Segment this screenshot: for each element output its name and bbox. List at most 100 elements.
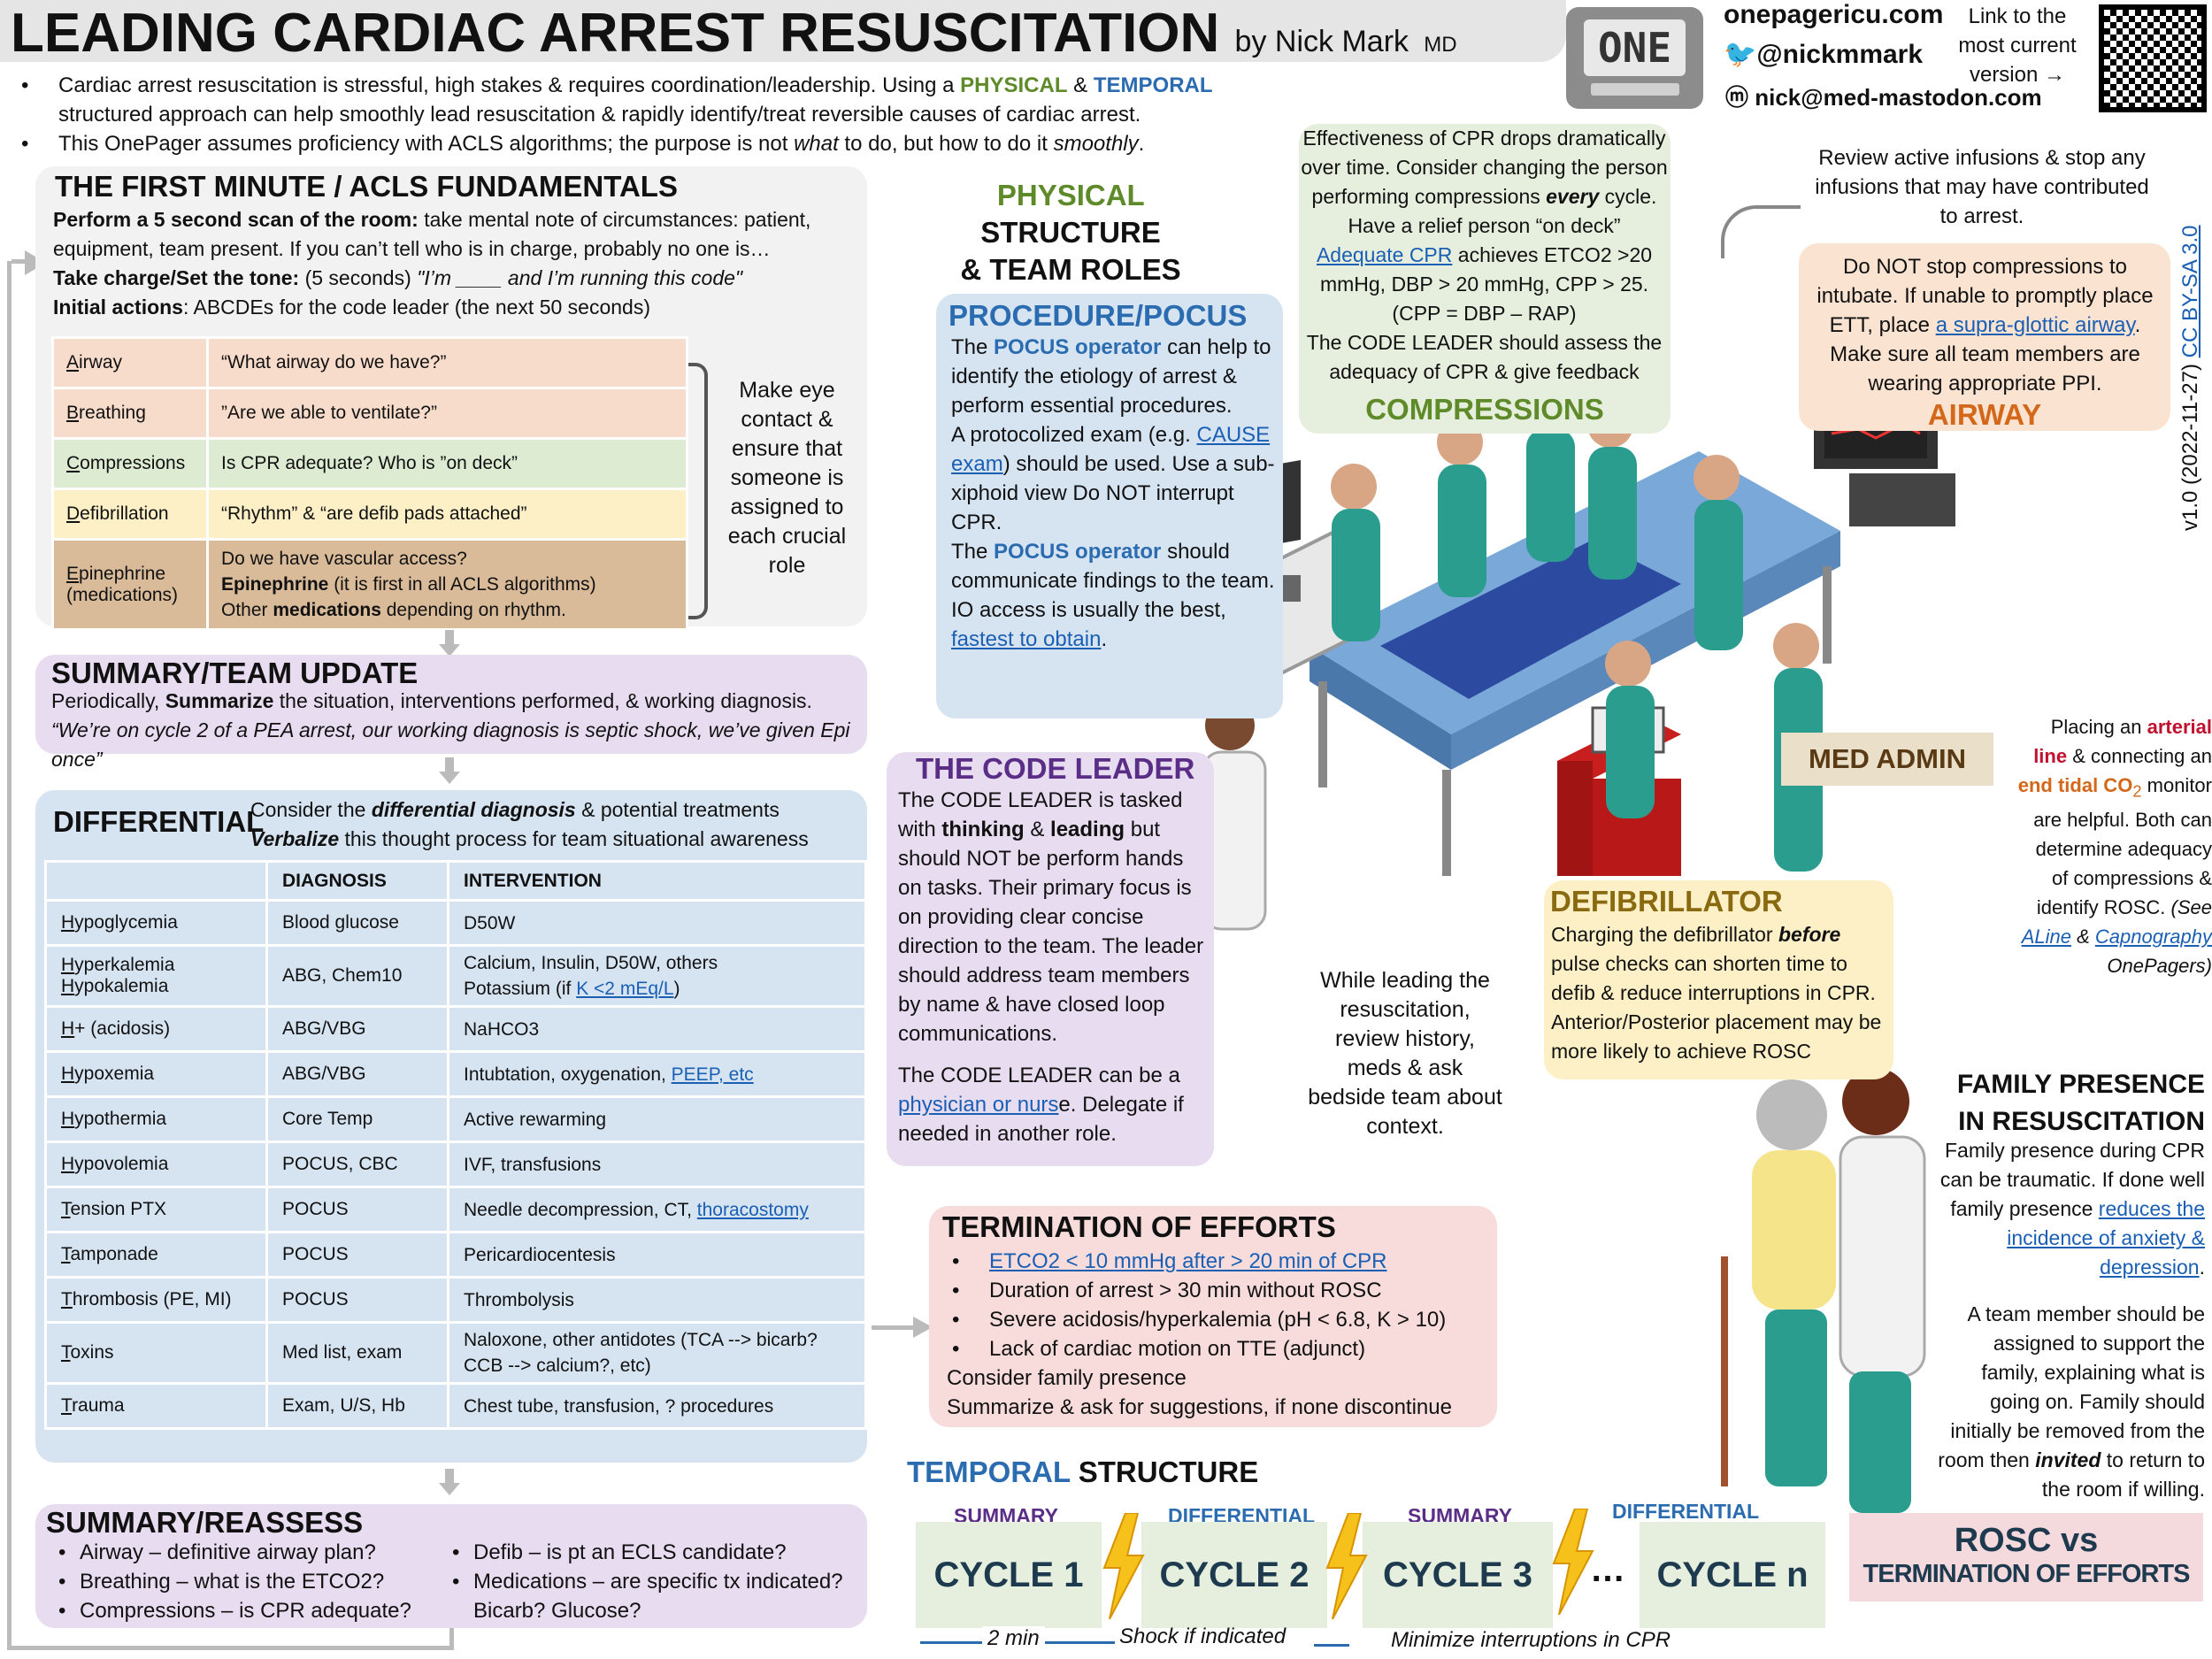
intervention-link[interactable]: PEEP, etc [671,1064,754,1085]
infusions-arrow-icon [1721,205,1801,258]
abcde-row: Breathing”Are we able to ventilate?” [51,387,688,440]
diagnosis-test: Exam, U/S, Hb [265,1382,449,1430]
diagnosis-cause: Tamponade [44,1231,268,1279]
abcde-prompt: Is CPR adequate? Who is ”on deck” [206,437,688,490]
version-license: v1.0 (2022-11-27) CC BY-SA 3.0 [2178,225,2202,531]
reassess-list-left: Airway – definitive airway plan?Breathin… [53,1538,451,1625]
summary-update-text: Periodically, Summarize the situation, i… [51,689,850,771]
intervention: Needle decompression, CT, thoracostomy [447,1186,867,1233]
header-bar [0,0,1566,62]
resuscitation-illustration [1202,354,1955,931]
onepager-logo: ONE [1566,7,1703,109]
list-item: Duration of arrest > 30 min without ROSC [947,1276,1495,1305]
airway-panel [1799,243,2170,431]
aline-link[interactable]: ALine [2021,926,2071,949]
reassess-list-right: Defib – is pt an ECLS candidate?Medicati… [447,1538,863,1625]
twitter-icon: 🐦 [1724,40,1757,69]
shock-bolt-icon [1552,1509,1594,1615]
diagnosis-test: POCUS [265,1231,449,1279]
code-leader-text: The CODE LEADER is tasked with thinking … [898,788,1204,1146]
intervention: Thrombolysis [447,1276,867,1324]
version-link-note[interactable]: Link to the most current version → [1958,4,2077,87]
diagnosis-test: Blood glucose [265,899,449,947]
physical-structure-title: PHYSICAL STRUCTURE& TEAM ROLES [960,179,1181,286]
flow-arrow-icon [439,1483,460,1495]
flow-arrow-icon [445,630,454,648]
cause-exam-link[interactable]: CAUSE exam [951,423,1271,476]
first-minute-text: Perform a 5 second scan of the room: tak… [53,208,811,319]
termination-title: TERMINATION OF EFFORTS [942,1210,1336,1243]
compressions-title: COMPRESSIONS [1365,393,1604,426]
diagnosis-test: POCUS [265,1186,449,1233]
abcde-prompt: “What airway do we have?” [206,336,688,389]
diagnosis-cause: Tension PTX [44,1186,268,1233]
code-leader-panel [887,752,1214,1166]
diagnosis-test: ABG, Chem10 [265,944,449,1008]
timeline-shock-label: Shock if indicated [1119,1624,1286,1648]
differential-subtitle: Consider the differential diagnosis & po… [250,798,809,850]
compressions-text: Effectiveness of CPR drops dramatically … [1301,127,1668,383]
list-item: Medications – are specific tx indicated?… [447,1567,863,1625]
intervention-link[interactable]: thoracostomy [696,1199,809,1220]
diagnosis-cause: Thrombosis (PE, MI) [44,1276,268,1324]
flow-arrow-icon [439,772,460,784]
list-item: Lack of cardiac motion on TTE (adjunct) [947,1334,1495,1363]
diagnosis-cause: Hypothermia [44,1095,268,1143]
family-presence-title: FAMILY PRESENCE IN RESUSCITATION [1956,1070,2205,1136]
physician-or-nurse-link[interactable]: physician or nurs [898,1093,1059,1117]
procedure-text: The POCUS operator can help to identify … [951,335,1275,651]
flow-loop-line [7,261,454,1650]
abcde-table: Airway“What airway do we have?”Breathing… [51,336,688,631]
intro: Cardiac arrest resuscitation is stressfu… [16,71,1272,158]
diagnosis-cause: Hypoxemia [44,1050,268,1098]
abcde-letter: Compressions [51,437,209,490]
defibrillator-panel [1544,880,1893,1079]
diagnosis-cause: Hypoglycemia [44,899,268,947]
intervention: Intubtation, oxygenation, PEEP, etc [447,1050,867,1098]
qr-code-icon[interactable] [2099,4,2207,112]
supraglottic-airway-link[interactable]: a supra-glottic airway [1935,313,2135,337]
diagnosis-test: ABG/VBG [265,1005,449,1053]
intervention: D50W [447,899,867,947]
abcde-row: Defibrillation“Rhythm” & “are defib pads… [51,488,688,541]
shock-bolt-icon [1102,1513,1145,1619]
capnography-link[interactable]: Capnography [2094,926,2212,949]
io-access-link[interactable]: fastest to obtain [951,627,1102,651]
mastodon-icon: ⓜ [1725,84,1755,111]
etco2-termination-link[interactable]: ETCO2 < 10 mmHg after > 20 min of CPR [989,1249,1387,1273]
timeline-2min-label: 2 min [982,1626,1045,1651]
abcde-brace [688,363,708,619]
termination-text: ETCO2 < 10 mmHg after > 20 min of CPR Du… [947,1247,1495,1422]
intervention: NaHCO3 [447,1005,867,1053]
while-leading-note: While leading the resuscitation, review … [1308,968,1502,1139]
abcde-prompt: Do we have vascular access?Epinephrine (… [206,538,688,631]
infusions-note: Review active infusions & stop any infus… [1815,146,2149,228]
family-presence-text: Family presence during CPR can be trauma… [1938,1139,2205,1501]
mastodon-handle[interactable]: ⓜ nick@med-mastodon.com [1725,84,2042,111]
adequate-cpr-link[interactable]: Adequate CPR [1316,243,1453,266]
site-link[interactable]: onepagericu.com [1724,0,1944,29]
med-admin-label: MED ADMIN [1781,733,1993,786]
intervention-link[interactable]: K <2 mEq/L [576,979,674,999]
abcde-row: Airway“What airway do we have?” [51,336,688,389]
diagnosis-test: POCUS, CBC [265,1141,449,1188]
anxiety-depression-link[interactable]: reduces the incidence of anxiety & depre… [2007,1197,2205,1279]
intervention: Pericardiocentesis [447,1231,867,1279]
abcde-letter: Airway [51,336,209,389]
list-item: Severe acidosis/hyperkalemia (pH < 6.8, … [947,1305,1495,1334]
twitter-handle[interactable]: 🐦@nickmmark [1724,40,1924,69]
diagnosis-cause: Trauma [44,1382,268,1430]
eye-contact-note: Make eye contact & ensure that someone i… [727,378,847,578]
compressions-panel [1299,124,1671,434]
